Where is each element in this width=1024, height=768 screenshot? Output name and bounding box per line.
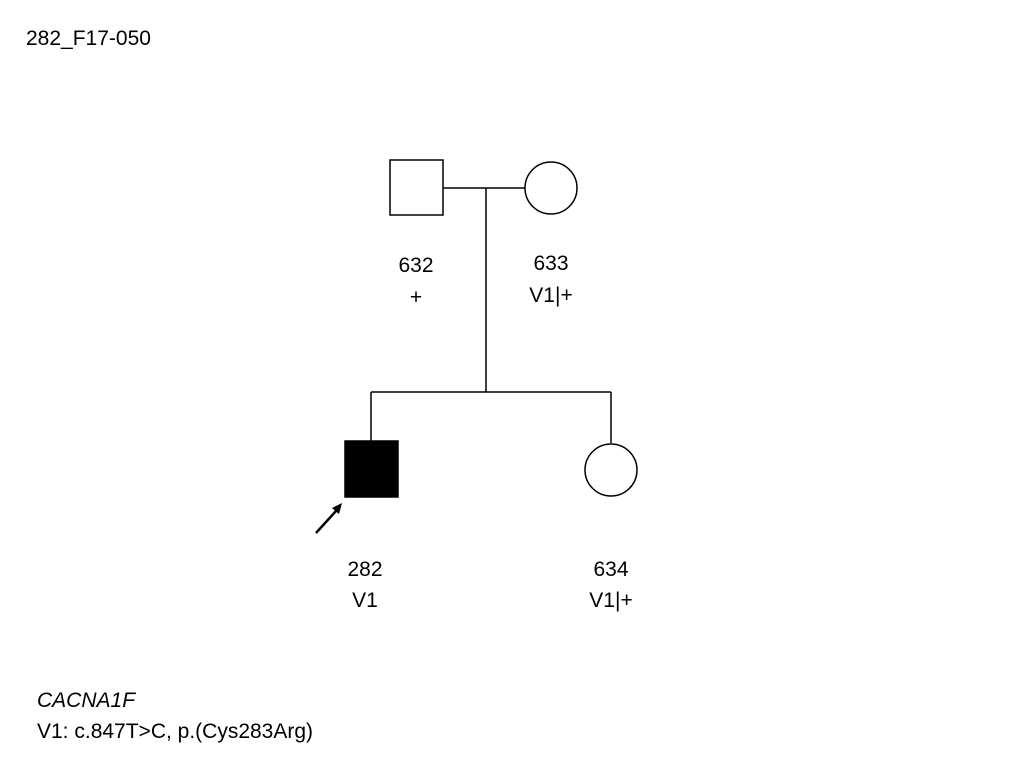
individual-632-id: 632 (398, 254, 434, 277)
individual-632-genotype: + (409, 286, 423, 309)
gene-name: CACNA1F (37, 689, 136, 712)
proband-arrow-icon (315, 503, 342, 534)
individual-634-female-symbol (584, 443, 638, 497)
gene-legend: CACNA1F V1: c.847T>C, p.(Cys283Arg) (37, 685, 313, 747)
individual-632-male-symbol (389, 159, 444, 216)
variant-description: V1: c.847T>C, p.(Cys283Arg) (37, 720, 314, 743)
individual-282-genotype: V1 (352, 589, 378, 612)
individual-282-id: 282 (347, 558, 383, 581)
individual-633-female-symbol (524, 161, 578, 215)
individual-282-affected-male-symbol (344, 440, 399, 498)
individual-633-genotype: V1|+ (529, 284, 573, 307)
individual-634-genotype: V1|+ (589, 589, 633, 612)
individual-633-id: 633 (533, 252, 569, 275)
family-id: 282_F17-050 (26, 27, 151, 50)
individual-634-id: 634 (593, 558, 629, 581)
